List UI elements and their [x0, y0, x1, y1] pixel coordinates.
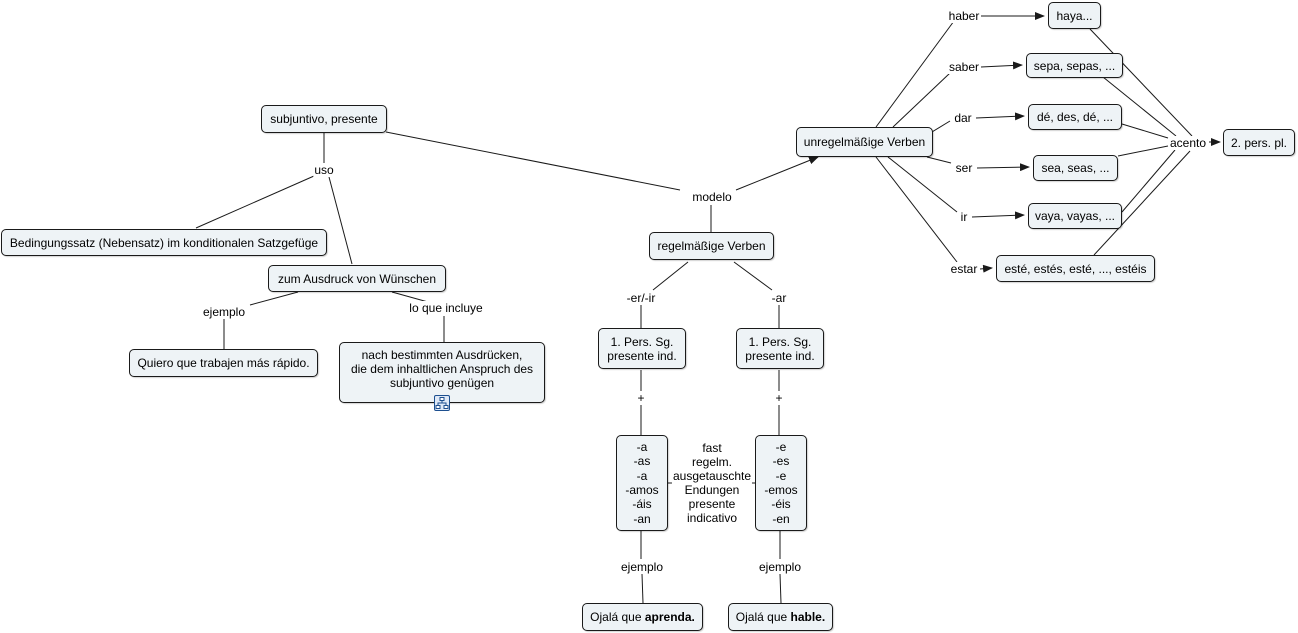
- node-este-label: esté, estés, esté, ..., estéis: [1004, 261, 1147, 276]
- node-pers-ar[interactable]: 1. Pers. Sg. presente ind.: [736, 328, 824, 369]
- node-zum-ausdruck[interactable]: zum Ausdruck von Wünschen: [268, 265, 446, 292]
- node-sepa-label: sepa, sepas, ...: [1033, 58, 1116, 73]
- node-pers-er-line-2: presente ind.: [607, 348, 677, 363]
- node-endings-a[interactable]: -a -as -a -amos -áis -an: [616, 435, 668, 531]
- node-regelmaessige[interactable]: regelmäßige Verben: [649, 232, 774, 260]
- node-subjuntivo-presente[interactable]: subjuntivo, presente: [261, 105, 387, 133]
- fast-line-3: ausgetauschte: [672, 469, 752, 483]
- node-hable-verb: hable.: [790, 610, 826, 624]
- link-label-ser: ser: [954, 161, 974, 175]
- node-unregelmaessige[interactable]: unregelmäßige Verben: [796, 127, 933, 157]
- endings-e-list: -e -es -e -emos -éis -en: [764, 440, 797, 526]
- link-label-er-ir: -er/-ir: [625, 291, 657, 305]
- link-label-ejemplo-left: ejemplo: [201, 305, 247, 319]
- endings-a-list: -a -as -a -amos -áis -an: [625, 440, 658, 526]
- node-regelmaessige-label: regelmäßige Verben: [657, 239, 766, 253]
- node-quiero-label: Quiero que trabajen más rápido.: [137, 356, 310, 370]
- node-ausdruecke[interactable]: nach bestimmten Ausdrücken, die dem inha…: [339, 342, 545, 403]
- ending-e-5: -éis: [771, 497, 791, 512]
- link-label-ar: -ar: [770, 291, 788, 305]
- link-label-haber: haber: [947, 9, 981, 23]
- link-label-fast-regelm: fast regelm. ausgetauschte Endungen pres…: [671, 441, 753, 525]
- fast-line-4: Endungen: [684, 483, 740, 497]
- node-unregelmaessige-label: unregelmäßige Verben: [803, 135, 926, 149]
- submap-icon[interactable]: [434, 395, 450, 411]
- ending-a-2: -as: [633, 454, 651, 469]
- node-sepa[interactable]: sepa, sepas, ...: [1026, 53, 1123, 78]
- link-label-lo-que-incluye: lo que incluye: [408, 301, 484, 315]
- node-de[interactable]: dé, des, dé, ...: [1028, 104, 1122, 130]
- ending-a-3: -a: [636, 468, 648, 483]
- ending-e-3: -e: [775, 468, 787, 483]
- ending-a-1: -a: [636, 440, 648, 455]
- node-quiero[interactable]: Quiero que trabajen más rápido.: [129, 349, 318, 377]
- node-bedingungssatz[interactable]: Bedingungssatz (Nebensatz) im konditiona…: [1, 229, 327, 256]
- ending-e-2: -es: [772, 454, 790, 469]
- node-aprenda[interactable]: Ojalá que aprenda.: [582, 603, 703, 631]
- link-label-ir: ir: [959, 210, 969, 224]
- link-label-dar: dar: [953, 111, 973, 125]
- ending-e-4: -emos: [764, 483, 798, 497]
- node-zum-ausdruck-label: zum Ausdruck von Wünschen: [277, 271, 437, 286]
- ending-a-5: -áis: [632, 497, 652, 512]
- node-endings-e[interactable]: -e -es -e -emos -éis -en: [755, 435, 807, 531]
- link-label-modelo: modelo: [691, 190, 733, 204]
- link-label-plus-right: +: [774, 391, 784, 405]
- link-label-saber: saber: [947, 60, 981, 74]
- node-aprenda-prefix: Ojalá que: [590, 610, 645, 624]
- link-label-ejemplo-er: ejemplo: [619, 560, 665, 574]
- node-bedingungssatz-label: Bedingungssatz (Nebensatz) im konditiona…: [9, 235, 319, 250]
- link-label-uso: uso: [313, 163, 335, 177]
- node-haya[interactable]: haya...: [1048, 2, 1101, 29]
- node-ausdruecke-line-3: subjuntivo genügen: [389, 375, 495, 390]
- node-de-label: dé, des, dé, ...: [1036, 110, 1114, 124]
- submap-icon-glyph: [435, 397, 449, 409]
- node-pers-pl[interactable]: 2. pers. pl.: [1223, 129, 1295, 156]
- node-vaya[interactable]: vaya, vayas, ...: [1028, 203, 1122, 229]
- node-ausdruecke-line-1: nach bestimmten Ausdrücken,: [361, 347, 523, 362]
- node-pers-ar-line-2: presente ind.: [745, 348, 815, 363]
- node-sea-label: sea, seas, ...: [1041, 161, 1110, 175]
- node-pers-pl-label: 2. pers. pl.: [1230, 135, 1288, 150]
- fast-line-1: fast: [702, 441, 722, 455]
- node-pers-er[interactable]: 1. Pers. Sg. presente ind.: [598, 328, 686, 369]
- fast-line-6: indicativo: [686, 511, 738, 525]
- node-ausdruecke-line-2: die dem inhaltlichen Anspruch des: [350, 361, 534, 376]
- ending-e-1: -e: [775, 440, 787, 455]
- node-hable[interactable]: Ojalá que hable.: [728, 603, 833, 631]
- node-subjuntivo-presente-label: subjuntivo, presente: [270, 112, 378, 126]
- node-haya-label: haya...: [1056, 8, 1093, 23]
- fast-line-5: presente: [688, 497, 736, 511]
- node-aprenda-verb: aprenda.: [644, 610, 695, 624]
- ending-a-4: -amos: [625, 483, 659, 497]
- fast-line-2: regelm.: [691, 455, 732, 469]
- node-vaya-label: vaya, vayas, ...: [1034, 209, 1116, 223]
- node-hable-prefix: Ojalá que: [735, 610, 791, 624]
- link-label-estar: estar: [949, 262, 979, 276]
- node-pers-ar-line-1: 1. Pers. Sg.: [748, 334, 812, 349]
- link-label-ejemplo-ar: ejemplo: [757, 560, 803, 574]
- ending-e-6: -en: [772, 511, 790, 526]
- node-este[interactable]: esté, estés, esté, ..., estéis: [996, 255, 1155, 282]
- node-sea[interactable]: sea, seas, ...: [1033, 155, 1118, 181]
- link-label-acento: acento: [1168, 136, 1208, 150]
- ending-a-6: -an: [633, 511, 651, 526]
- node-pers-er-line-1: 1. Pers. Sg.: [610, 334, 674, 349]
- link-label-plus-left: +: [636, 391, 646, 405]
